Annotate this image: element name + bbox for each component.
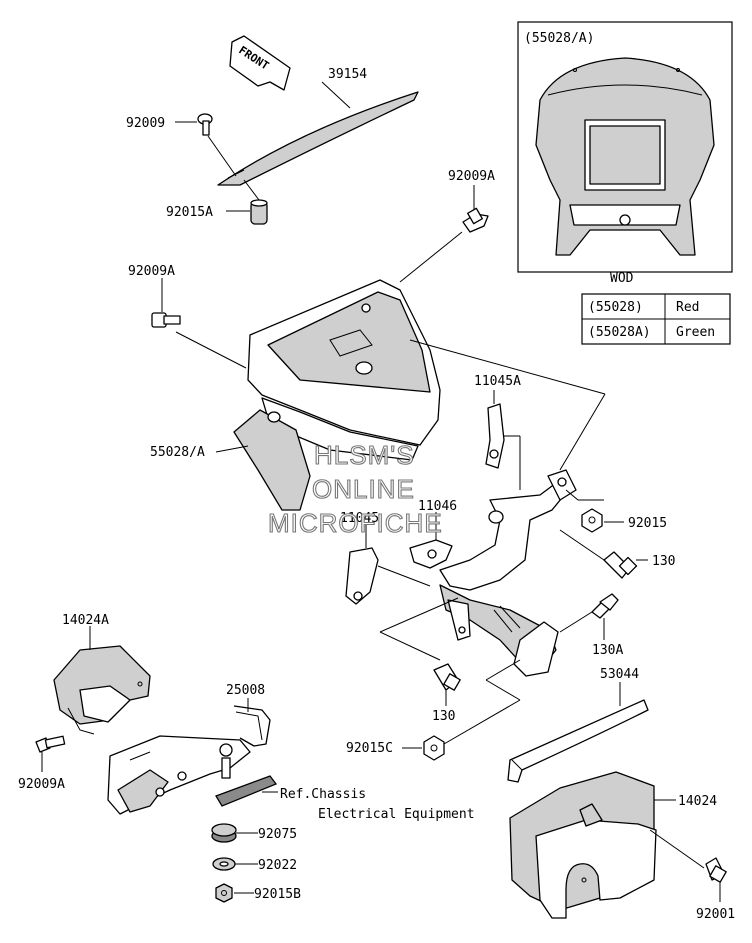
label-92022: 92022 (258, 858, 297, 873)
bracket-11046-part (409, 539, 453, 569)
ref-chassis-label: Ref.Chassis (280, 787, 366, 802)
label-14024A: 14024A (62, 613, 109, 628)
watermark-line-2: ONLINE (312, 474, 415, 504)
label-92015A: 92015A (166, 205, 213, 220)
inset-panel: (55028/A) WOD (517, 21, 733, 286)
label-11046: 11046 (418, 499, 457, 514)
windscreen-part (217, 91, 419, 186)
label-92001: 92001 (696, 907, 735, 922)
bolt-92001-icon (705, 857, 727, 883)
label-130-right: 130 (652, 554, 675, 569)
watermark-line-3: MICROFICHE (268, 508, 443, 538)
label-92009A-left: 92009A (128, 264, 175, 279)
label-92015: 92015 (628, 516, 667, 531)
inset-variant-label: WOD (610, 271, 634, 286)
watermark: HLSM'S ONLINE MICROFICHE (267, 439, 443, 538)
nut-92015C-icon (423, 735, 445, 761)
label-92009A-right: 92009A (448, 169, 495, 184)
label-14024: 14024 (678, 794, 717, 809)
nut-92015B-icon (215, 883, 233, 903)
headlight-cowl-part (233, 279, 441, 511)
washer-92022-icon (212, 857, 236, 871)
color-table-part-1: (55028) (588, 300, 643, 315)
label-55028A: 55028/A (150, 445, 205, 460)
label-53044: 53044 (600, 667, 639, 682)
screw-92009A-low-icon (35, 735, 66, 753)
label-11045: 11045 (340, 511, 379, 526)
front-arrow-icon: FRONT (229, 35, 291, 91)
bolt-130-right-icon (603, 551, 638, 579)
color-table: (55028) Red (55028A) Green (581, 293, 731, 345)
screw-92009A-left-icon (151, 312, 181, 328)
main-bracket-frame-part (439, 469, 577, 677)
color-table-color-1: Red (676, 300, 699, 315)
nut-92015-icon (581, 508, 603, 533)
inset-title: (55028/A) (524, 31, 594, 46)
color-table-color-2: Green (676, 325, 715, 340)
bracket-11045A-part (485, 403, 505, 469)
label-25008: 25008 (226, 683, 265, 698)
screw-92009-icon (197, 113, 213, 136)
screw-92009A-right-icon (462, 207, 489, 233)
grommet-92015A-icon (250, 199, 268, 225)
label-92075: 92075 (258, 827, 297, 842)
color-table-part-2: (55028A) (588, 325, 651, 340)
cover-14024A-part (53, 645, 151, 735)
label-92009A-low: 92009A (18, 777, 65, 792)
ref-strap-icon (215, 775, 278, 807)
label-92015B: 92015B (254, 887, 301, 902)
label-130A: 130A (592, 643, 623, 658)
label-39154: 39154 (328, 67, 367, 82)
bracket-11045-part (345, 547, 379, 605)
ref-electrical-label: Electrical Equipment (318, 807, 475, 822)
bolt-130A-icon (591, 593, 619, 619)
inset-cowl-illustration (535, 57, 715, 256)
bolt-130-low-icon (433, 663, 461, 691)
label-92009-top: 92009 (126, 116, 165, 131)
pad-53044-part (507, 699, 649, 783)
cover-14024-part (509, 771, 657, 919)
grommet-92075-icon (211, 823, 237, 843)
watermark-line-1: HLSM'S (314, 440, 415, 470)
label-130-low: 130 (432, 709, 455, 724)
latch-25008-part (107, 705, 271, 815)
label-92015C: 92015C (346, 741, 393, 756)
label-11045A: 11045A (474, 374, 521, 389)
